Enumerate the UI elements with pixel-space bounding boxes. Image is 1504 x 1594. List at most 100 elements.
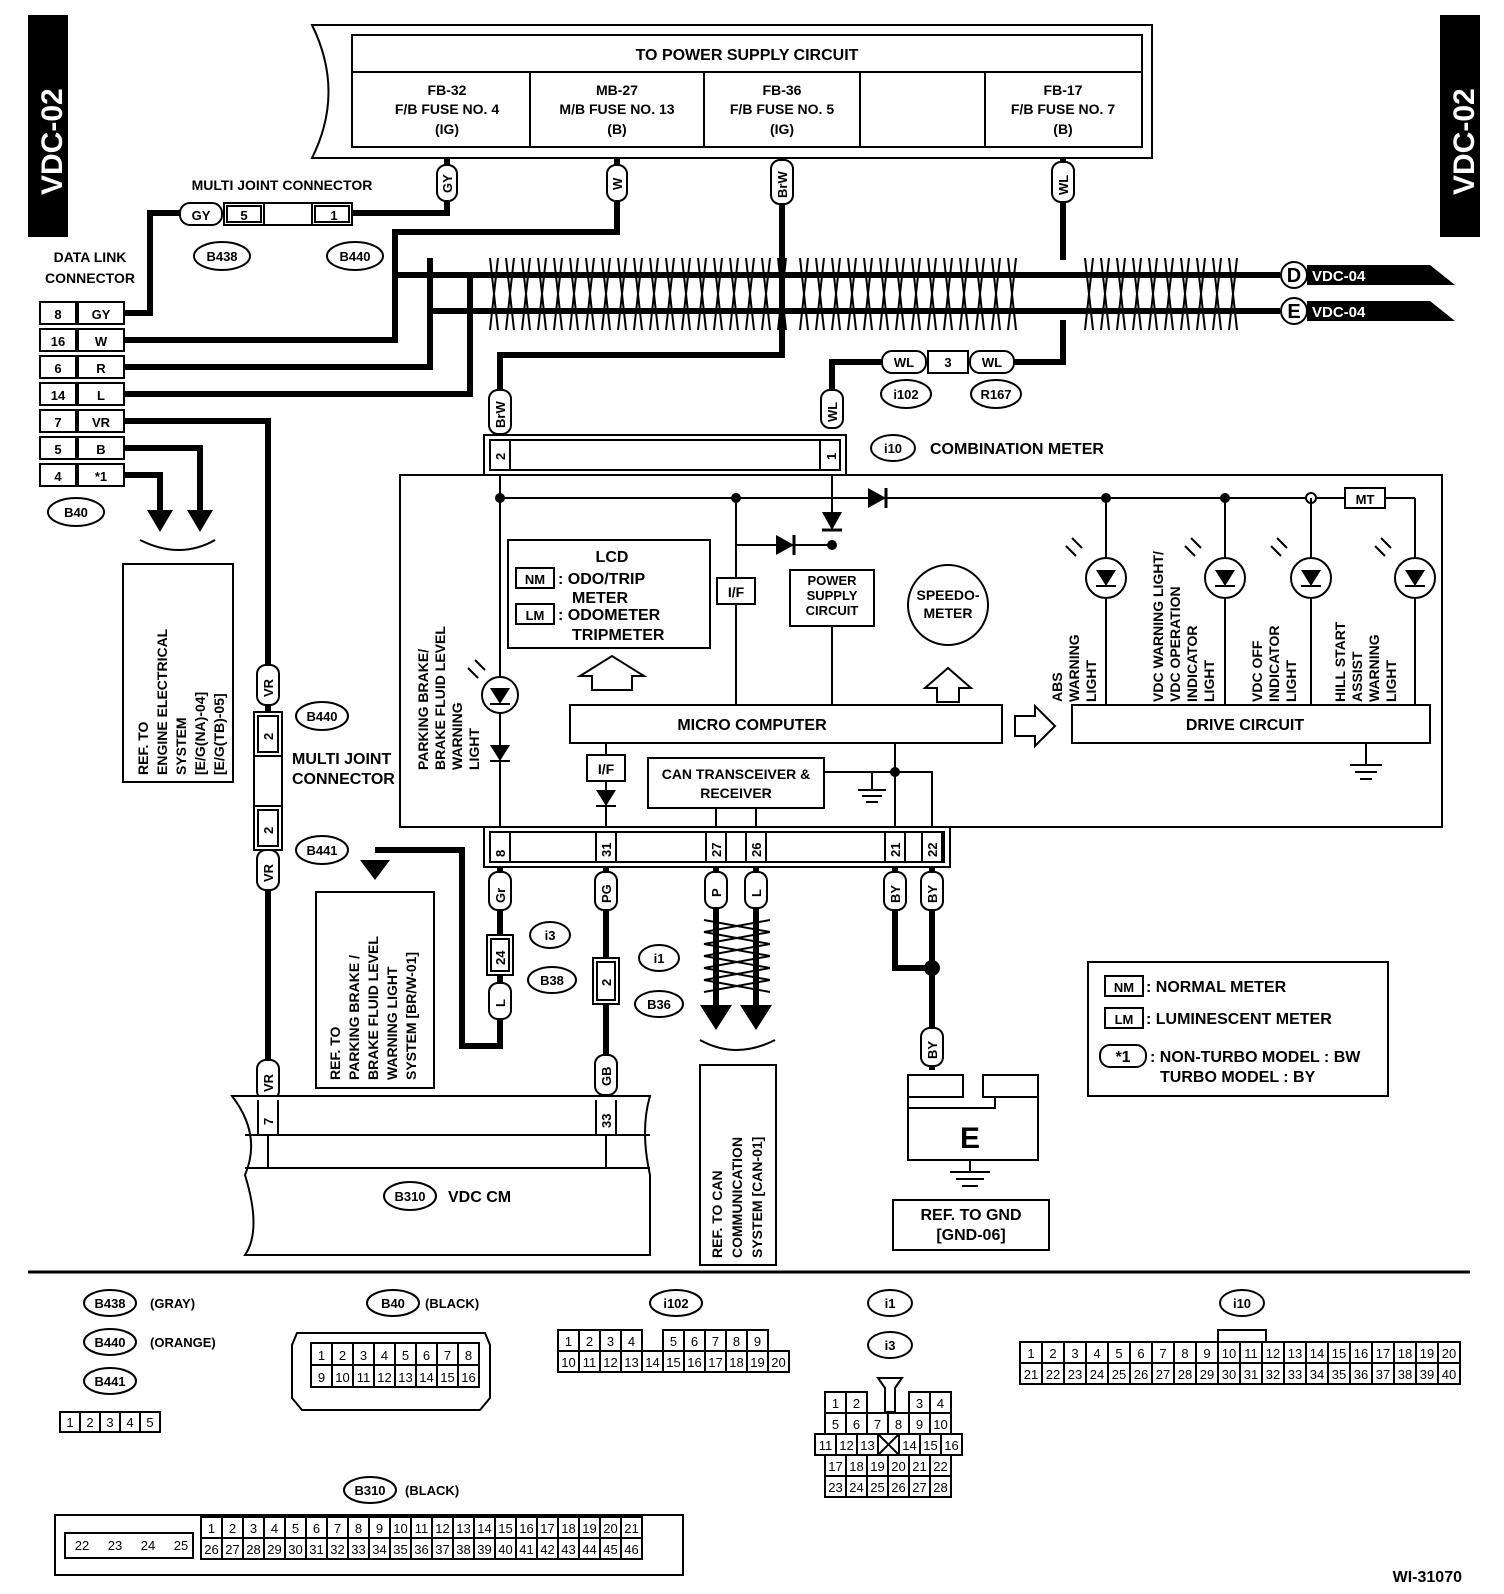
b40-pin: 4: [373, 1342, 396, 1366]
svg-text:11: 11: [357, 1370, 371, 1385]
ref-engine-label: REF. TO: [135, 721, 151, 775]
i3-pin: 13: [856, 1433, 879, 1456]
svg-text:24: 24: [1090, 1367, 1104, 1382]
i10-pin: 33: [1283, 1362, 1307, 1385]
svg-text:12: 12: [435, 1521, 449, 1536]
svg-text:12: 12: [839, 1438, 853, 1453]
b310-pin: 33: [347, 1537, 370, 1560]
abs-light-label: ABS: [1049, 672, 1065, 702]
tag-brw-top: BrW: [770, 159, 794, 205]
tag-gy-top: GY: [436, 164, 458, 202]
i10-pin: 22: [1041, 1362, 1065, 1385]
svg-text:10: 10: [561, 1355, 575, 1370]
svg-text:9: 9: [1203, 1346, 1210, 1361]
micro-computer-label: MICRO COMPUTER: [677, 717, 827, 734]
vdc-off-light-label: VDC OFF: [1249, 640, 1265, 702]
dlc-pin-number: 7: [54, 415, 61, 430]
svg-text:39: 39: [1420, 1367, 1434, 1382]
svg-text:22: 22: [933, 1459, 947, 1474]
b440-oval-mid: B440: [295, 701, 349, 731]
ref-can-label: COMMUNICATION: [729, 1137, 745, 1258]
i3-pin: 18: [845, 1454, 868, 1477]
meter-bottom-pin: 31: [599, 843, 614, 857]
svg-text:20: 20: [603, 1521, 617, 1536]
i3-pin: 3: [908, 1391, 931, 1414]
b310-pin: 38: [452, 1537, 475, 1560]
meter-bottom-pin: 26: [749, 843, 764, 857]
drive-circuit-label: DRIVE CIRCUIT: [1186, 717, 1304, 734]
svg-text:45: 45: [603, 1542, 617, 1557]
b310-pin: 16: [515, 1516, 538, 1539]
fuse-3: FB-36 F/B FUSE NO. 5 (IG): [730, 82, 834, 137]
svg-text:15: 15: [666, 1355, 680, 1370]
svg-text:7: 7: [334, 1521, 341, 1536]
svg-text:VR: VR: [261, 678, 276, 697]
svg-text:11: 11: [583, 1355, 597, 1370]
tag-by-22: BY: [920, 871, 944, 911]
svg-text:14: 14: [902, 1438, 916, 1453]
legend-key-star: *1: [1115, 1049, 1130, 1066]
svg-text:2: 2: [261, 827, 276, 834]
svg-text:41: 41: [519, 1542, 533, 1557]
svg-text:M/B FUSE NO. 13: M/B FUSE NO. 13: [559, 101, 674, 117]
i3-oval: i3: [529, 921, 571, 949]
left-page-tag-text: VDC-02: [36, 88, 69, 195]
i10-pin: 17: [1371, 1341, 1395, 1364]
b310-pin: 10: [389, 1516, 412, 1539]
i10-pin: 30: [1217, 1362, 1241, 1385]
mj-mid-connector: 2 2: [253, 711, 283, 851]
svg-text:27: 27: [225, 1542, 239, 1557]
b310-pin: 21: [620, 1516, 643, 1539]
svg-text:MB-27: MB-27: [596, 82, 638, 98]
svg-text:(B): (B): [1053, 121, 1072, 137]
svg-text:3: 3: [607, 1334, 614, 1349]
svg-text:4: 4: [1093, 1346, 1100, 1361]
b38-oval: B38: [527, 966, 577, 994]
lcd-nm-meter: METER: [572, 590, 628, 607]
b310-pin: 43: [557, 1537, 580, 1560]
dlc-pin-number: 6: [54, 361, 61, 376]
legend-text-turbo: TURBO MODEL : BY: [1160, 1069, 1316, 1086]
svg-text:B438: B438: [94, 1296, 125, 1311]
b40-pin: 12: [373, 1364, 396, 1388]
svg-text:B438: B438: [206, 249, 237, 264]
svg-text:1: 1: [208, 1521, 215, 1536]
svg-text:6: 6: [1137, 1346, 1144, 1361]
svg-text:37: 37: [435, 1542, 449, 1557]
b40-view-label: B40 (BLACK): [366, 1289, 479, 1317]
svg-text:30: 30: [1222, 1367, 1236, 1382]
i10-pin: 34: [1305, 1362, 1329, 1385]
i3-pin: 26: [887, 1475, 910, 1498]
svg-text:30: 30: [288, 1542, 302, 1557]
svg-text:R167: R167: [980, 387, 1011, 402]
svg-text:21: 21: [624, 1521, 638, 1536]
abs-light-label: LIGHT: [1083, 660, 1099, 702]
svg-text:9: 9: [318, 1370, 325, 1385]
multi-joint-mid-label-1: MULTI JOINT: [292, 751, 391, 768]
b310-pin: 3: [242, 1516, 265, 1539]
vdc-warning-light-label: INDICATOR: [1184, 626, 1200, 702]
i10-pin: 35: [1327, 1362, 1351, 1385]
i3-pin: 8: [887, 1412, 910, 1435]
svg-text:24: 24: [141, 1538, 155, 1553]
svg-text:B441: B441: [306, 843, 337, 858]
b40-pin: 8: [457, 1342, 480, 1366]
multi-joint-top-label: MULTI JOINT CONNECTOR: [192, 177, 373, 193]
svg-text:20: 20: [771, 1355, 785, 1370]
svg-text:i102: i102: [893, 387, 918, 402]
svg-text:B36: B36: [647, 997, 671, 1012]
i10-pin: 10: [1217, 1341, 1241, 1364]
mt-label: MT: [1356, 492, 1375, 507]
lm-tag: LM: [526, 608, 545, 623]
hill-start-light-label: HILL START: [1332, 621, 1348, 702]
i102-pin: 9: [746, 1329, 769, 1352]
b310-pin: 17: [536, 1516, 559, 1539]
svg-text:19: 19: [1420, 1346, 1434, 1361]
b40-pin: 2: [331, 1342, 354, 1366]
i10-pin: 23: [1063, 1362, 1087, 1385]
